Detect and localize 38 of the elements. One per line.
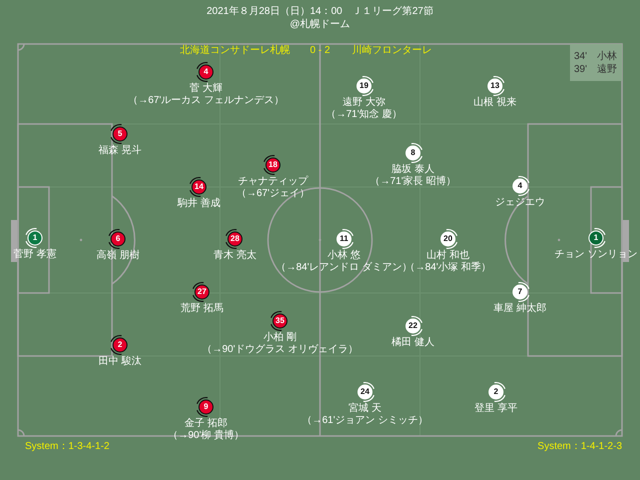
score-text: 0 - 2 xyxy=(310,45,330,57)
player-name: 登里 享平 xyxy=(474,403,518,415)
scorer-panel xyxy=(570,44,622,81)
team-name: 川崎フロンターレ xyxy=(352,45,432,57)
player-name: 橘田 健人 xyxy=(392,337,434,349)
player-name: 青木 亮太 xyxy=(214,250,256,262)
player-name: 脇坂 泰人 xyxy=(392,164,434,176)
player-name: 菅 大輝 xyxy=(190,83,222,95)
player-name: 小林 悠 xyxy=(328,250,360,262)
player-name: 遠野 大弥 xyxy=(342,97,386,108)
player-name: 菅野 孝憲 xyxy=(14,249,56,261)
match-title: 2021年８月28日（日）14：00 Ｊ１リーグ第27節 xyxy=(206,6,434,18)
player-name: 荒野 拓馬 xyxy=(180,303,224,315)
player-name: 山村 和也 xyxy=(426,250,470,262)
player-name: 山根 視来 xyxy=(474,97,516,109)
player-name: 宮城 天 xyxy=(348,403,382,415)
substitution-note: （→61'ジョアン シミッチ） xyxy=(302,415,428,427)
player-name: 金子 拓郎 xyxy=(184,418,228,430)
player-name: チャナティップ xyxy=(238,176,308,188)
formation-label: System：1-3-4-1-2 xyxy=(25,441,110,453)
substitution-note: （→71'知念 慶） xyxy=(326,109,402,121)
substitution-note: （→90'柳 貴博） xyxy=(168,430,244,442)
player-name: 小柏 剛 xyxy=(264,332,296,344)
goal-entry: 39' 遠野 xyxy=(574,62,618,76)
venue-text: @札幌ドーム xyxy=(290,19,350,31)
goal-entry: 34' 小林 xyxy=(574,50,618,62)
player-name: 田中 駿汰 xyxy=(98,356,142,368)
player-name: 高嶺 朋樹 xyxy=(96,250,140,262)
substitution-note: （→67'ルーカス フェルナンデス） xyxy=(128,95,284,107)
player-name: ジェジエウ xyxy=(495,197,545,209)
substitution-note: （→67'ジェイ） xyxy=(236,188,310,200)
substitution-note: （→90'ドウグラス オリヴェイラ） xyxy=(202,344,358,356)
player-name: 駒井 善成 xyxy=(178,198,220,210)
player-name: 車屋 紳太郎 xyxy=(494,303,546,315)
formation-label: System：1-4-1-2-3 xyxy=(538,441,622,453)
team-name: 北海道コンサドーレ札幌 xyxy=(180,45,290,57)
player-name: 福森 晃斗 xyxy=(98,145,142,157)
substitution-note: （→71'家長 昭博） xyxy=(370,176,456,188)
